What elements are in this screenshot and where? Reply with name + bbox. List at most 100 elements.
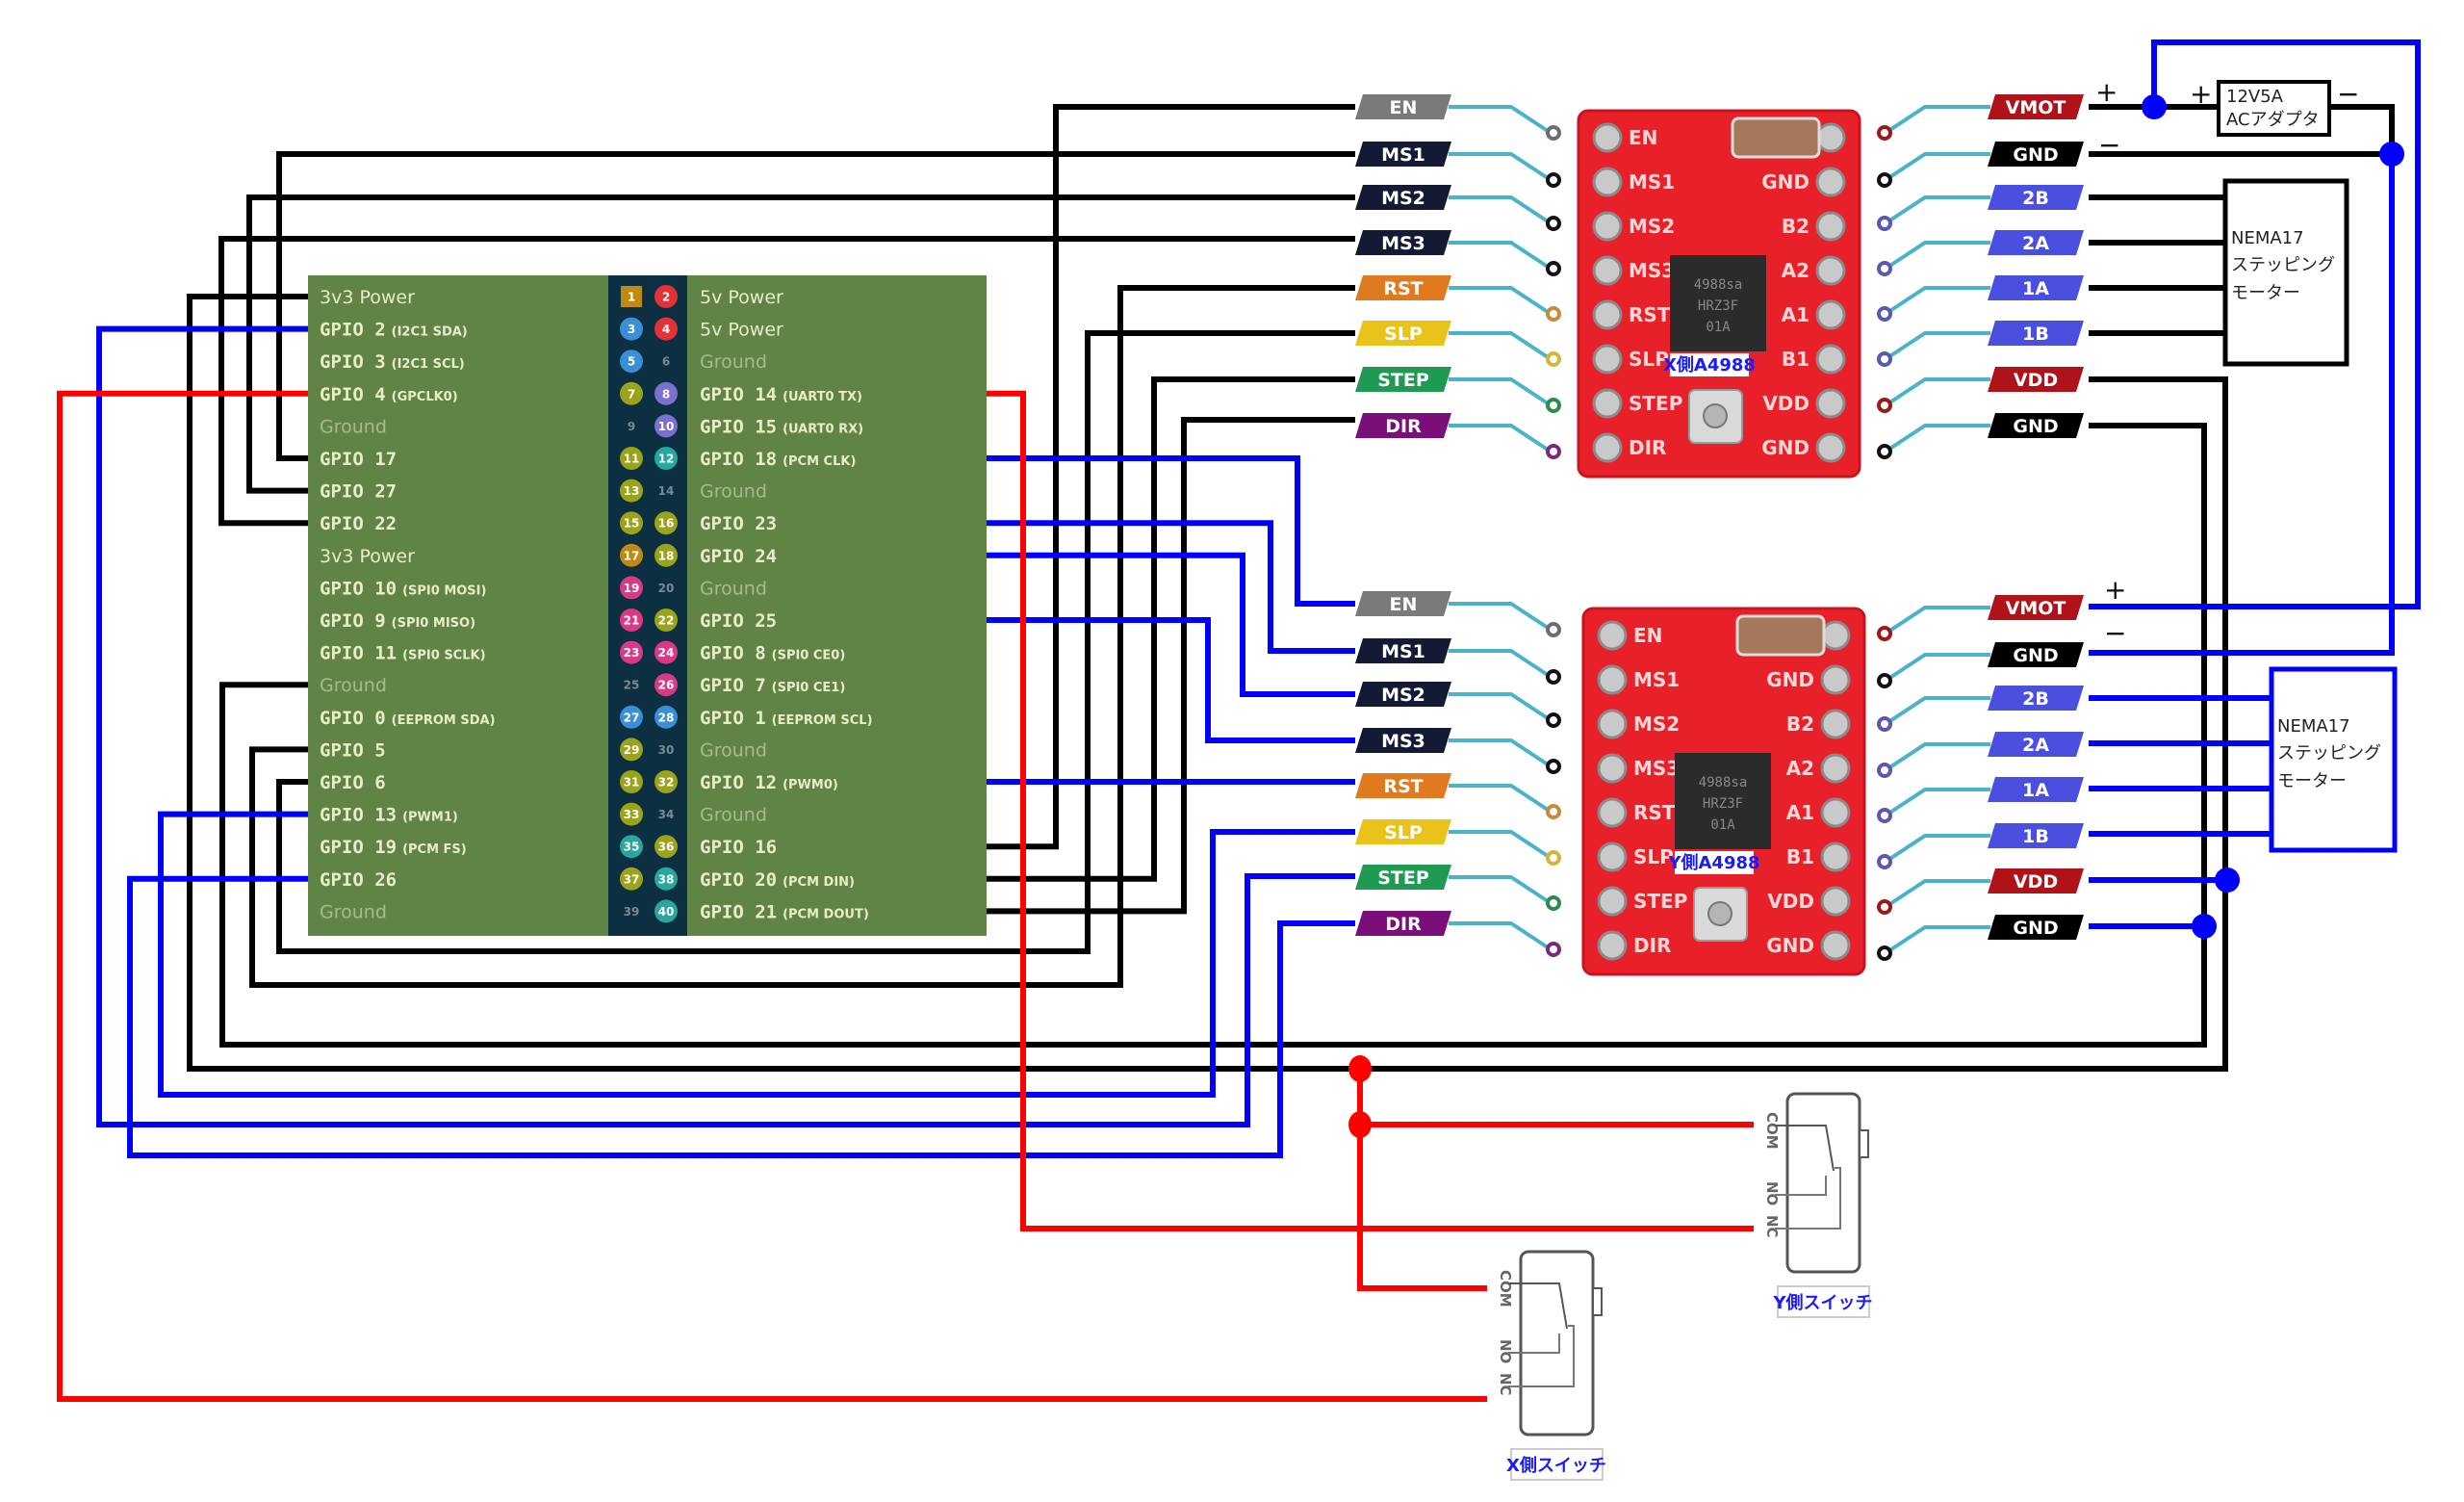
board-hole (1820, 842, 1851, 872)
pin-name: GPIO 14 (700, 384, 777, 405)
chip-marking: 01A (1706, 320, 1731, 335)
board-silk-left: RST (1629, 303, 1671, 326)
right-pin-gnd-label: GND (2013, 645, 2058, 666)
pin-marker (620, 867, 643, 891)
switch-pin-nc: NC (1763, 1215, 1781, 1238)
pin-marker (620, 381, 643, 405)
header-label-right: Ground (700, 481, 767, 503)
board-silk-left: MS2 (1629, 215, 1675, 238)
left-pin-ms2-label: MS2 (1381, 188, 1425, 209)
pin-number: 34 (658, 808, 675, 821)
pin-function: (SPI0 SCLK) (402, 649, 485, 663)
board-silk-right: B1 (1782, 348, 1810, 371)
board-hole (1815, 122, 1846, 153)
potentiometer-knob (1707, 901, 1732, 926)
pin-name: GPIO 6 (320, 772, 386, 793)
pin-trace (1449, 875, 1550, 903)
board-hole (1815, 299, 1846, 330)
switch-lever (1775, 1125, 1835, 1172)
junction-dot (1348, 1111, 1372, 1138)
pin-dot (1546, 622, 1561, 637)
minus-sign: − (2104, 617, 2126, 649)
driver-y: ENVMOTMS1GNDMS2B2MS3A2RSTA1SLPB1STEPVDDD… (1355, 591, 2084, 976)
header-label-left: GPIO 4(GPCLK0) (320, 384, 458, 405)
left-pin-en-label: EN (1390, 594, 1418, 615)
pin-name: GPIO 2 (320, 320, 386, 341)
left-pin-slp-tag (1355, 321, 1451, 346)
potentiometer-knob (1703, 403, 1728, 428)
pin-function: (PWM1) (402, 811, 458, 825)
right-pin-vmot-label: VMOT (2006, 97, 2066, 118)
left-pin-rst-tag (1355, 275, 1451, 300)
minus-sign: − (2098, 129, 2120, 161)
pin-number: 29 (624, 743, 640, 757)
motor-type: モーター (2231, 283, 2300, 303)
driver-name: Y側A4988 (1667, 852, 1759, 873)
board-hole (1592, 388, 1623, 419)
board-hole (1592, 344, 1623, 375)
pin-trace (1886, 152, 1990, 180)
pin-name: GPIO 20 (700, 869, 777, 891)
pin-marker (620, 899, 643, 923)
pin-trace (1449, 738, 1550, 766)
left-pin-ms3-tag (1355, 728, 1451, 753)
pin-dot (1546, 712, 1561, 728)
right-pin-2b-label: 2B (2022, 688, 2049, 710)
pin-marker (654, 640, 678, 664)
pin-number: 11 (624, 453, 640, 466)
board-silk-left: SLP (1633, 845, 1674, 868)
wire-gpio20-xstep (871, 376, 1355, 882)
pin-name: GPIO 3 (320, 351, 386, 373)
pin-number: 6 (662, 355, 670, 369)
pin-trace (1886, 286, 1990, 314)
pin-number: 3 (628, 323, 635, 336)
header-label-right: Ground (700, 578, 767, 599)
left-pin-dir-tag (1355, 413, 1451, 438)
pin-trace (1886, 606, 1990, 634)
board-silk-right: VDD (1767, 890, 1814, 913)
pin-number: 2 (662, 291, 670, 304)
pin-name: GPIO 7 (700, 675, 766, 696)
board-silk-right: B2 (1782, 215, 1810, 238)
board-hole (1815, 388, 1846, 419)
driver-name: X側A4988 (1663, 354, 1756, 376)
pin-name: GPIO 16 (700, 837, 777, 858)
motor-box (2222, 178, 2349, 367)
adapter-label: ACアダプタ (2226, 110, 2320, 130)
switch-pin-com: COM (1763, 1112, 1781, 1150)
pin-number: 36 (658, 841, 675, 854)
header-label-left: GPIO 3 (I2C1 SCL) (320, 351, 465, 373)
board-silk-right: GND (1766, 934, 1814, 957)
pin-name: GPIO 18 (700, 449, 777, 470)
wire-gpio18-yen (860, 455, 1355, 607)
switch-name-box (1777, 1285, 1870, 1318)
right-pin-gnd-tag (1988, 142, 2084, 167)
pin-dot (1877, 216, 1892, 231)
plus-sign: + (2190, 78, 2212, 110)
pin-number: 15 (624, 517, 640, 531)
pin-number: 18 (658, 549, 675, 562)
pin-name: GPIO 19 (320, 837, 397, 858)
header-label-left: GPIO 0(EEPROM SDA) (320, 708, 496, 729)
board-silk-right: A2 (1786, 757, 1814, 780)
plus-sign: + (2095, 76, 2118, 108)
wire-gpio22-xms3 (218, 236, 1355, 527)
pin-trace (1449, 921, 1550, 949)
left-pin-en-tag (1355, 591, 1451, 616)
left-pin-ms1-label: MS1 (1381, 144, 1425, 166)
pin-dot (1546, 172, 1561, 188)
pin-function: (I2C1 SCL) (392, 357, 465, 372)
pin-name: GPIO 4 (320, 384, 386, 405)
right-pin-vdd-label: VDD (2014, 370, 2058, 391)
capacitor (1731, 117, 1821, 159)
pin-dot (1877, 261, 1892, 276)
pin-trace (1886, 834, 1990, 862)
right-pin-gnd-label: GND (2013, 416, 2058, 437)
switch-no-contact (1508, 1334, 1560, 1354)
left-pin-slp-label: SLP (1384, 324, 1423, 345)
chip-marking: HRZ3F (1698, 298, 1738, 314)
motor-box (2269, 666, 2398, 853)
pin-number: 35 (624, 841, 640, 854)
switch-nc-contact (1775, 1167, 1841, 1230)
